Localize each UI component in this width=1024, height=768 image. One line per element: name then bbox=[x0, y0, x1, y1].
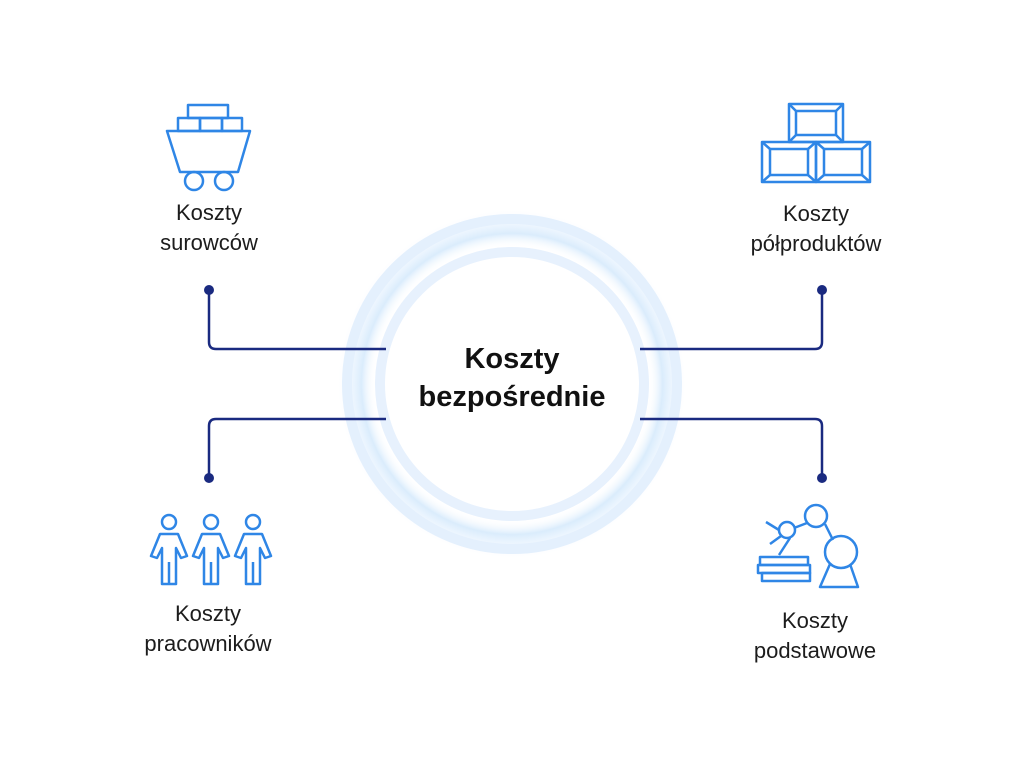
mining-cart-icon bbox=[165, 103, 252, 192]
label-podstawowe-line1: Koszty bbox=[781, 608, 849, 633]
label-podstawowe: Koszty podstawowe bbox=[705, 606, 925, 666]
label-polproduktow-line2: półproduktów bbox=[750, 231, 882, 256]
dot-surowcow bbox=[204, 285, 214, 295]
center-title-line2: bezpośrednie bbox=[418, 381, 606, 413]
label-pracownikow-line1: Koszty bbox=[174, 601, 242, 626]
label-pracownikow: Koszty pracowników bbox=[98, 599, 318, 659]
label-surowcow: Koszty surowców bbox=[99, 198, 319, 258]
workers-icon bbox=[149, 513, 273, 586]
label-surowcow-line1: Koszty bbox=[175, 200, 243, 225]
boxes-icon bbox=[760, 102, 872, 184]
center-title-line1: Koszty bbox=[464, 343, 560, 375]
label-surowcow-line2: surowców bbox=[160, 230, 258, 255]
connector-polproduktow bbox=[640, 290, 824, 351]
robot-arm-icon bbox=[756, 503, 860, 589]
dot-pracownikow bbox=[204, 473, 214, 483]
connectors bbox=[207, 290, 824, 478]
dot-polproduktow bbox=[817, 285, 827, 295]
center-glow bbox=[337, 209, 687, 559]
connector-surowcow bbox=[207, 290, 386, 351]
label-polproduktow: Koszty półproduktów bbox=[706, 199, 926, 259]
connector-pracownikow bbox=[207, 417, 386, 478]
connector-dots bbox=[204, 285, 827, 483]
label-pracownikow-line2: pracowników bbox=[144, 631, 272, 656]
connector-podstawowe bbox=[640, 417, 824, 478]
label-podstawowe-line2: podstawowe bbox=[753, 638, 877, 663]
label-polproduktow-line1: Koszty bbox=[782, 201, 850, 226]
center-title: Koszty bezpośrednie bbox=[362, 340, 662, 416]
dot-podstawowe bbox=[817, 473, 827, 483]
